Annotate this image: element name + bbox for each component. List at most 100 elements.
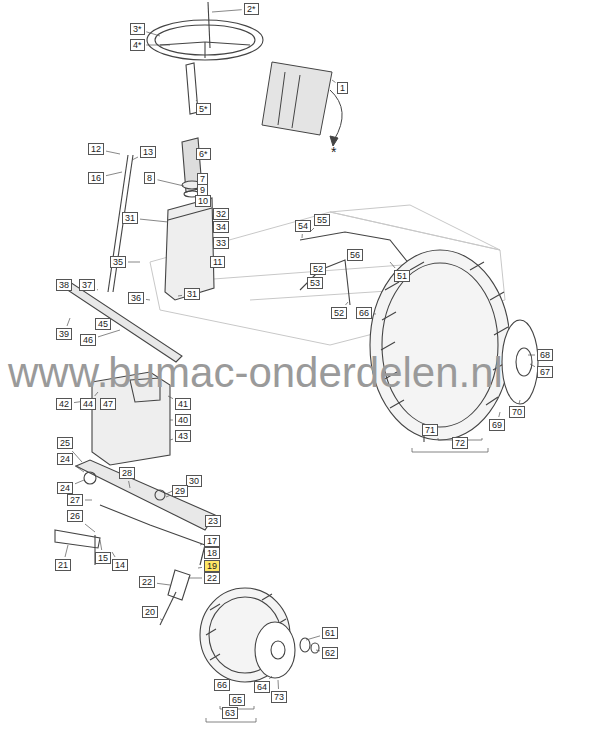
callout-number: 41 xyxy=(175,398,191,410)
callout-number: 33 xyxy=(213,237,229,249)
callout-number: 36 xyxy=(128,292,144,304)
callout-number: 31 xyxy=(122,212,138,224)
callout-number: 19 xyxy=(204,560,220,572)
rear-wheel xyxy=(370,250,538,442)
callout-number: 13 xyxy=(140,146,156,158)
callout-number: 28 xyxy=(119,467,135,479)
callout-number: 10 xyxy=(195,195,211,207)
leader-line xyxy=(157,583,170,585)
callout-number: 29 xyxy=(172,485,188,497)
leader-line xyxy=(178,295,182,297)
leader-line xyxy=(128,262,140,263)
leader-line xyxy=(332,80,336,83)
callout-number: 66 xyxy=(356,307,372,319)
asterisk-mark: * xyxy=(331,145,336,159)
callout-number: 47 xyxy=(100,398,116,410)
leader-line xyxy=(158,180,185,186)
callout-number: 31 xyxy=(184,288,200,300)
leader-line xyxy=(72,451,82,462)
leader-line xyxy=(200,544,202,546)
callout-number: 35 xyxy=(110,256,126,268)
callout-number: 20 xyxy=(142,606,158,618)
leader-line xyxy=(100,540,102,550)
callout-number: 73 xyxy=(271,691,287,703)
callout-number: 39 xyxy=(56,328,72,340)
callout-number: 22 xyxy=(139,576,155,588)
callout-number: 23 xyxy=(205,515,221,527)
callout-number: 67 xyxy=(537,366,553,378)
callout-number: 46 xyxy=(80,334,96,346)
callout-number: 69 xyxy=(489,419,505,431)
leader-line xyxy=(160,619,162,620)
leader-line xyxy=(97,289,98,291)
callout-number: 51 xyxy=(394,270,410,282)
leader-line xyxy=(85,500,92,501)
leader-line xyxy=(196,100,198,101)
leader-line xyxy=(201,557,202,559)
leader-line xyxy=(374,313,376,314)
leader-line xyxy=(98,330,120,337)
callout-number: 30 xyxy=(186,475,202,487)
leader-line xyxy=(528,355,535,356)
callout-number: 17 xyxy=(204,535,220,547)
leader-line xyxy=(188,578,202,579)
callout-number: 70 xyxy=(509,406,525,418)
callout-number: 52 xyxy=(310,263,326,275)
leader-line xyxy=(129,481,130,488)
callout-number: 52 xyxy=(331,307,347,319)
callout-number: 34 xyxy=(213,221,229,233)
callout-number: 38 xyxy=(56,279,72,291)
callout-number: 63 xyxy=(222,707,238,719)
callout-number: 72 xyxy=(452,437,468,449)
leader-line xyxy=(85,524,95,532)
leader-line xyxy=(519,400,520,404)
leader-line xyxy=(112,552,115,557)
callout-number: 66 xyxy=(214,679,230,691)
leader-line xyxy=(75,466,84,472)
callout-number: 37 xyxy=(79,279,95,291)
callout-number: 45 xyxy=(95,318,111,330)
leader-line xyxy=(146,299,150,301)
callout-number: 68 xyxy=(537,349,553,361)
leader-line xyxy=(198,567,202,569)
callout-number: 11 xyxy=(210,256,225,268)
callout-number: 65 xyxy=(229,694,245,706)
leader-line xyxy=(390,262,395,268)
front-wheel xyxy=(200,588,319,682)
leader-line xyxy=(106,172,122,176)
callout-number: 40 xyxy=(175,414,191,426)
callout-number: 62 xyxy=(322,647,338,659)
callout-number: 16 xyxy=(88,172,104,184)
leader-line xyxy=(302,234,303,238)
callout-number: 25 xyxy=(57,437,73,449)
leader-line xyxy=(170,420,173,421)
watermark: www.bumac-onderdelen.nl xyxy=(8,352,503,394)
callout-number: 54 xyxy=(295,220,311,232)
callout-number: 22 xyxy=(204,572,220,584)
leader-line xyxy=(67,318,70,326)
callout-number: 12 xyxy=(88,143,104,155)
leader-line xyxy=(106,151,120,154)
leader-line xyxy=(499,412,500,417)
leader-line xyxy=(306,636,320,640)
callout-number: 18 xyxy=(204,547,220,559)
leader-line xyxy=(168,396,173,399)
callout-number: 53 xyxy=(307,277,323,289)
owner-manual xyxy=(262,62,342,146)
callout-number: 56 xyxy=(347,249,363,261)
callout-number: 61 xyxy=(322,627,338,639)
leader-line xyxy=(269,676,272,679)
callout-number: 21 xyxy=(55,559,71,571)
callout-number: 3* xyxy=(130,23,145,35)
leader-line xyxy=(146,32,160,36)
callout-number: 43 xyxy=(175,430,191,442)
leader-line xyxy=(278,680,280,689)
leader-line xyxy=(140,219,168,222)
callout-number: 8 xyxy=(144,172,155,184)
callout-number: 14 xyxy=(112,559,128,571)
leader-line xyxy=(132,157,138,160)
leader-line xyxy=(530,364,535,367)
callout-number: 6* xyxy=(196,148,211,160)
callout-number: 4* xyxy=(130,39,145,51)
